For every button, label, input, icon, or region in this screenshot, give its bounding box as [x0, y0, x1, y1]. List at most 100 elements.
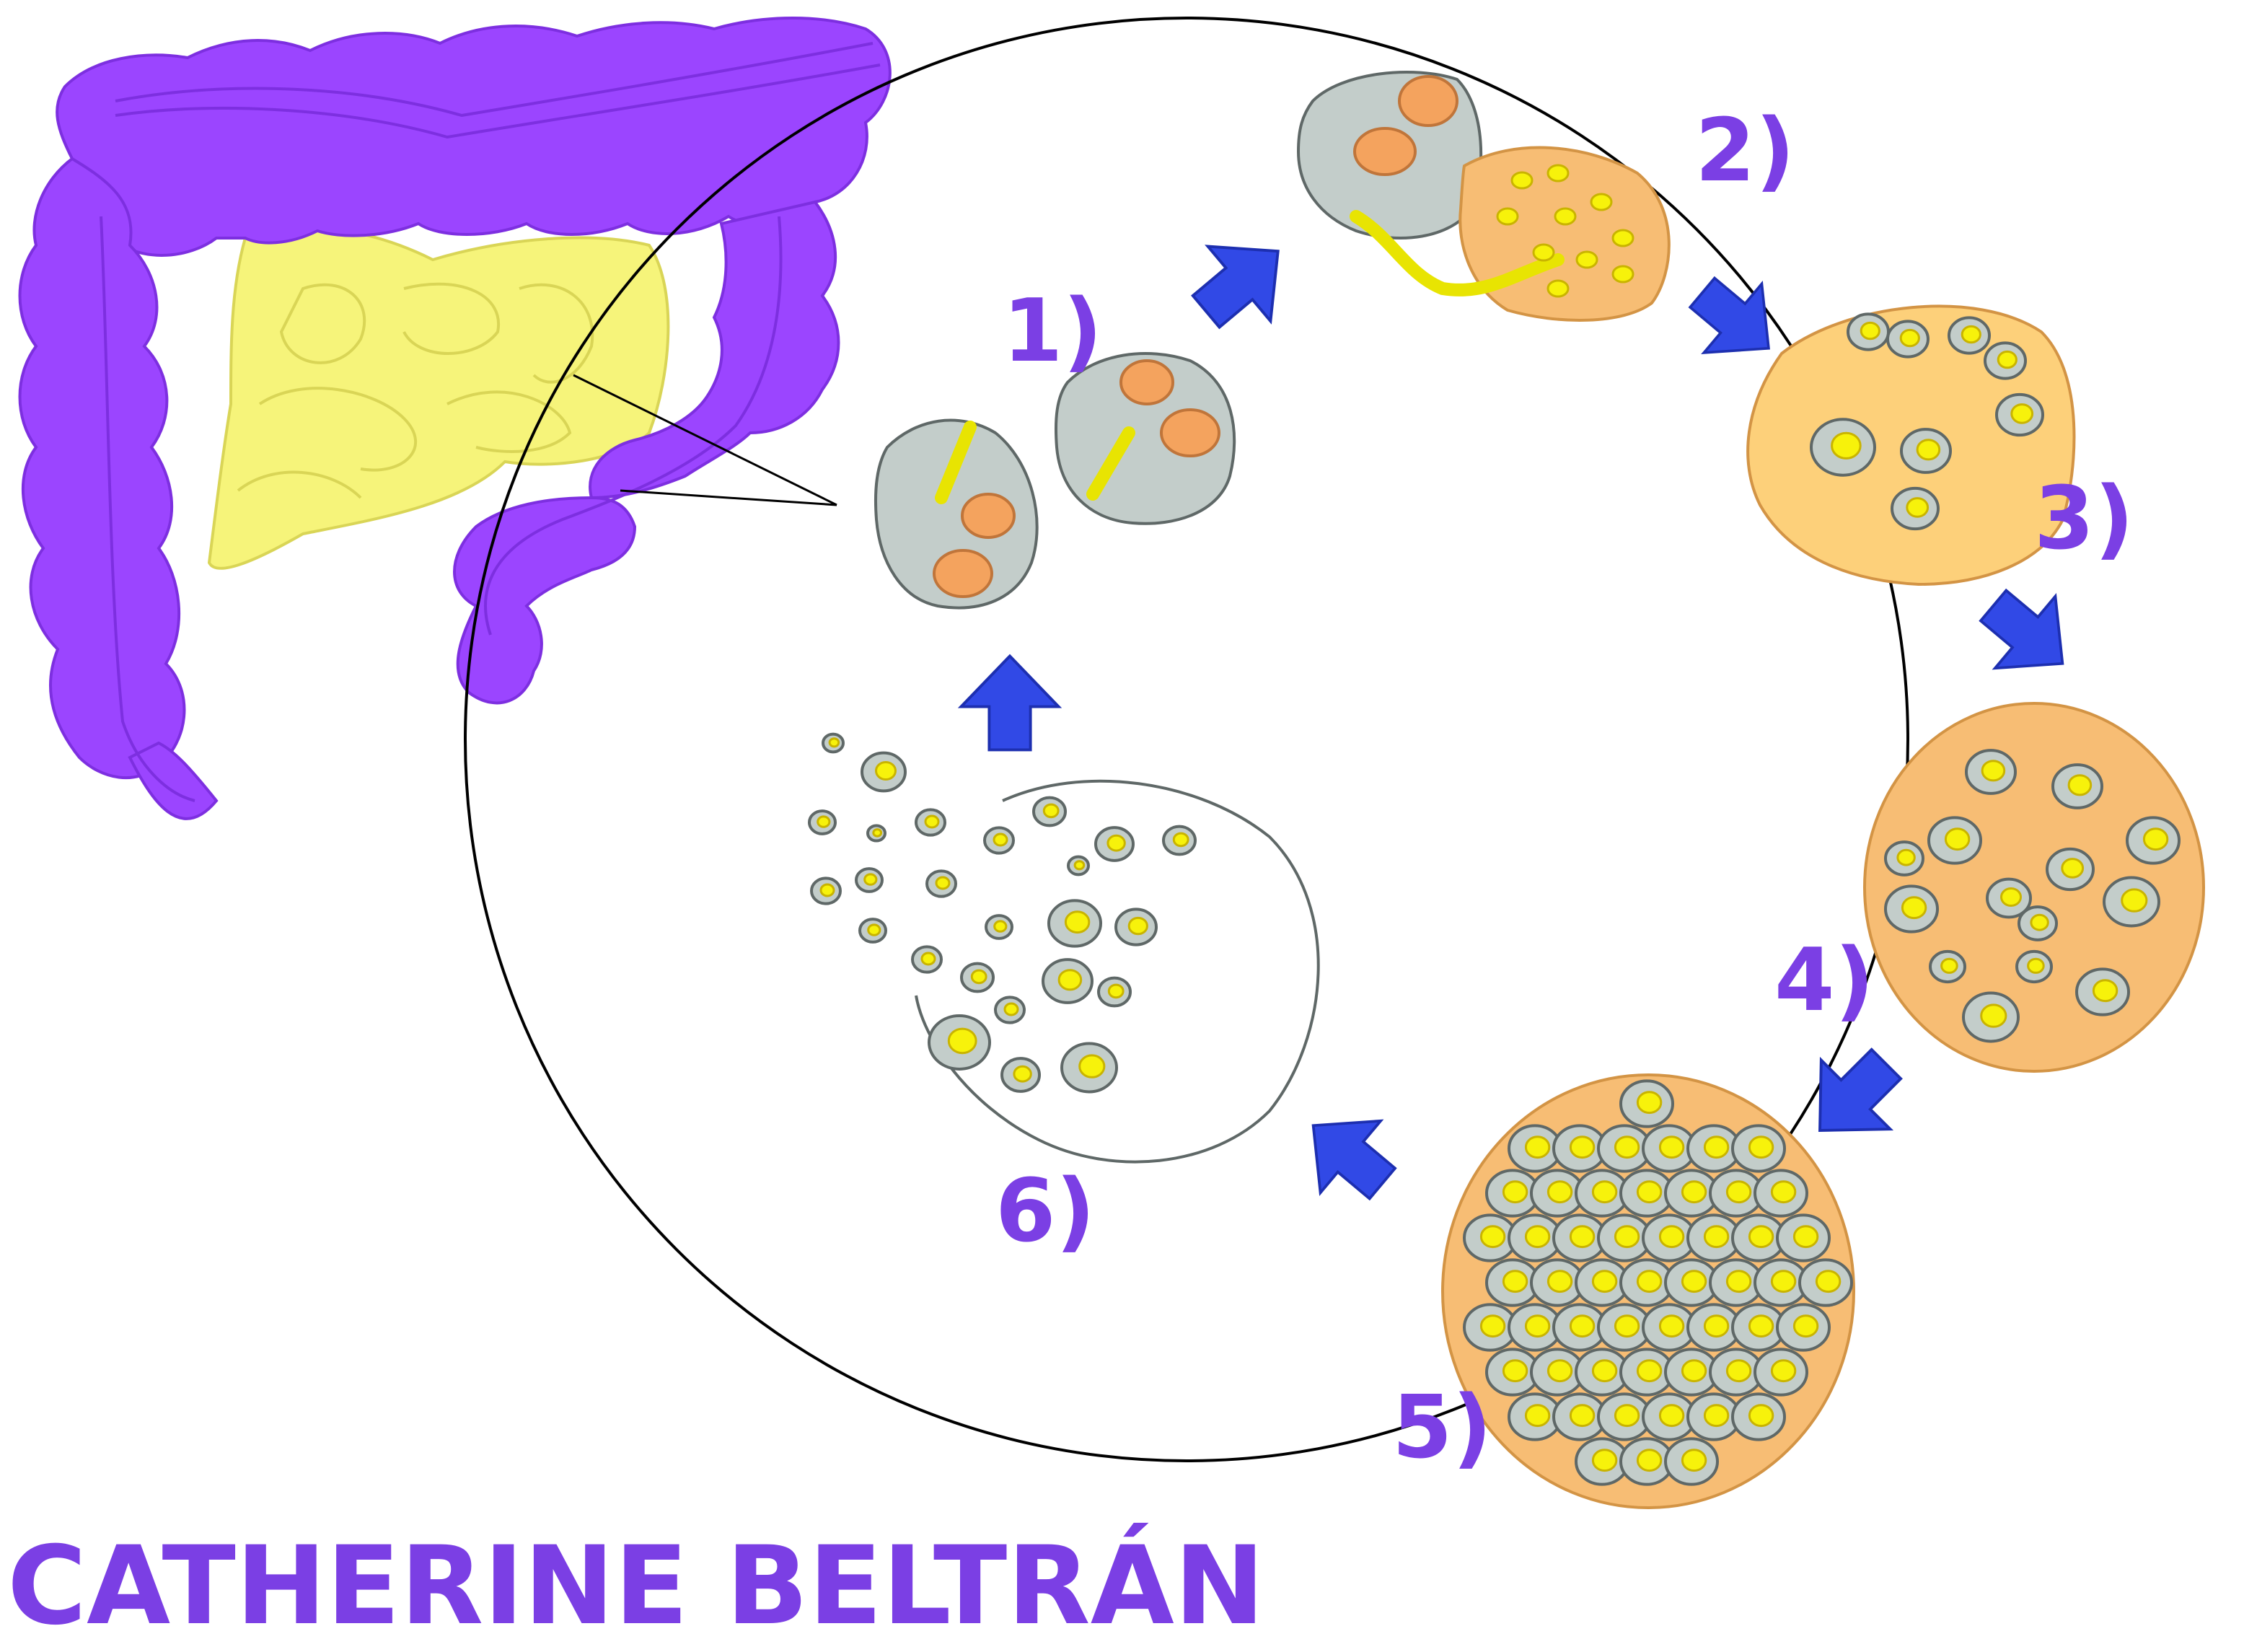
merozoite-cell [1886, 320, 1930, 359]
merozoite-cell [1798, 1258, 1853, 1307]
merozoite-cell [1097, 976, 1132, 1008]
merozoite-cell [960, 962, 995, 993]
merozoite-cell [1067, 855, 1090, 876]
step-label-4: 4) [1774, 931, 1874, 1031]
merozoite-cell [1463, 1303, 1518, 1352]
merozoite-cell [810, 876, 842, 905]
merozoite-cell [1884, 884, 1939, 933]
step-label-5: 5) [1392, 1378, 1492, 1478]
merozoite-cell [1552, 1124, 1607, 1173]
merozoite-cell [1094, 826, 1135, 862]
step-label-1: 1) [1003, 281, 1102, 382]
merozoite-cell [1686, 1392, 1741, 1441]
merozoite-cell [2103, 876, 2160, 928]
intestine-inner-lines [100, 42, 881, 802]
merozoite-cell [925, 869, 957, 898]
merozoite-cell [1731, 1392, 1786, 1441]
merozoite-cell [1664, 1437, 1719, 1486]
stage-1-oocysts [874, 352, 1236, 610]
merozoite-cell [1642, 1303, 1697, 1352]
merozoite-cell [2018, 905, 2058, 941]
merozoite-cell [1847, 312, 1890, 351]
merozoite-cell [1664, 1348, 1719, 1397]
merozoite-cell [1664, 1169, 1719, 1218]
merozoite-cell [866, 824, 886, 843]
arrow-6-to-1 [959, 654, 1060, 752]
step-label-6: 6) [995, 1161, 1095, 1262]
merozoite-cell [985, 914, 1013, 940]
merozoite-cell [1948, 316, 1991, 355]
merozoite-cell [1000, 1057, 1041, 1093]
merozoite-cell [1731, 1124, 1786, 1173]
merozoite-cell [1891, 486, 1940, 531]
merozoite-cell [1619, 1079, 1674, 1128]
merozoite-cell [2046, 847, 2095, 892]
merozoite-cell [1642, 1392, 1697, 1441]
merozoite-cell [1929, 949, 1966, 984]
stage-2-excystation [1296, 71, 1671, 322]
merozoite-cell [928, 1014, 991, 1071]
merozoite-cell [1984, 341, 2027, 380]
merozoite-cell [1900, 428, 1952, 474]
merozoite-cell [1619, 1348, 1674, 1397]
merozoite-cell [1686, 1213, 1741, 1262]
stage-5-packed-cell [1441, 1073, 1855, 1509]
merozoite-cell [1530, 1258, 1585, 1307]
merozoite-cell [1619, 1258, 1674, 1307]
arrow-4-to-5 [1784, 1028, 1922, 1166]
merozoite-cell [1042, 958, 1094, 1004]
merozoite-cell [1986, 877, 2032, 919]
merozoite-cell [1162, 825, 1197, 856]
merozoite-cell [1995, 392, 2044, 437]
zoom-pointer [573, 374, 837, 506]
merozoite-cell [1709, 1169, 1764, 1218]
merozoite-cell [2051, 763, 2103, 809]
merozoite-cell [1927, 816, 1982, 865]
merozoite-cell [1032, 796, 1067, 827]
stage-4-merozoite-cell [1863, 702, 2205, 1073]
merozoite-cell [1597, 1124, 1652, 1173]
merozoite-cell [1776, 1213, 1831, 1262]
merozoite-cell [915, 808, 946, 837]
merozoite-cell [1884, 840, 1924, 876]
merozoite-cell [2126, 816, 2181, 865]
merozoite-cell [1508, 1213, 1562, 1262]
merozoite-cell [808, 809, 837, 835]
stage-6-release [808, 732, 1320, 1164]
arrow-5-to-6 [1281, 1088, 1414, 1221]
merozoite-cell [855, 867, 884, 893]
merozoite-cell [1552, 1303, 1607, 1352]
merozoite-cell [1962, 991, 2020, 1043]
merozoite-cell [1754, 1348, 1808, 1397]
author-credit: CATHERINE BELTRÁN [7, 1523, 1264, 1649]
merozoite-cell [1060, 1042, 1118, 1094]
merozoite-cell [1114, 908, 1158, 946]
merozoite-cell [1776, 1303, 1831, 1352]
merozoite-cell [1047, 899, 1102, 948]
merozoite-cell [1810, 418, 1876, 477]
merozoite-cell [1575, 1348, 1629, 1397]
merozoite-cell [2075, 967, 2130, 1016]
merozoite-cell [1463, 1213, 1518, 1262]
step-label-3: 3) [2034, 469, 2134, 569]
merozoite-cell [858, 918, 887, 944]
merozoite-cell [911, 945, 943, 974]
step-label-2: 2) [1695, 101, 1795, 201]
merozoite-cell [1530, 1348, 1585, 1397]
merozoite-cell [983, 826, 1015, 855]
merozoite-cell [861, 751, 907, 793]
zoom-circle [464, 17, 1909, 1462]
arrow-3-to-4 [1961, 568, 2095, 701]
step-labels: 1) 2) 3) 4) 5) 6) [995, 101, 2134, 1478]
merozoite-cell [1754, 1169, 1808, 1218]
merozoite-cell [994, 996, 1026, 1024]
merozoite-cell [1686, 1303, 1741, 1352]
merozoite-cell [1965, 749, 2017, 795]
merozoite-cell [822, 732, 845, 754]
intestine-illustration [18, 17, 892, 820]
merozoite-cell [2015, 949, 2053, 984]
stage-3-schizont [1746, 304, 2076, 586]
arrow-1-to-2 [1173, 212, 1311, 351]
merozoite-cell [1552, 1392, 1607, 1441]
